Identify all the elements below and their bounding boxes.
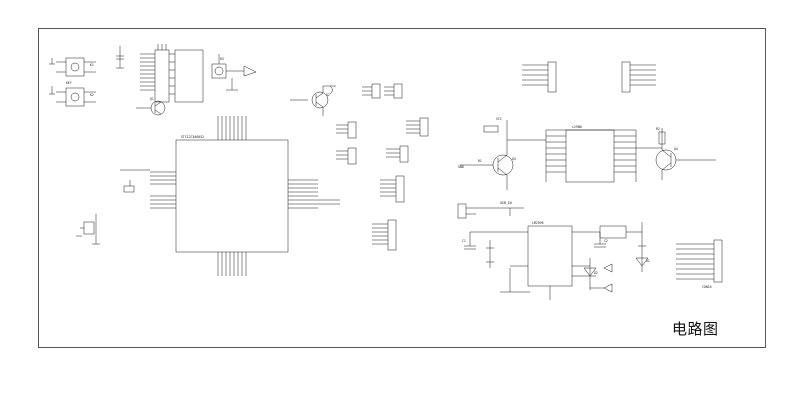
r3-label: R3 bbox=[220, 57, 224, 61]
diagram-frame bbox=[38, 28, 766, 348]
k2-label: K2 bbox=[90, 93, 94, 97]
potentiometer-block bbox=[211, 54, 257, 91]
r2-label: R2 bbox=[656, 127, 660, 131]
header-top-a bbox=[362, 83, 403, 99]
q2-label: Q2 bbox=[326, 93, 330, 97]
usb-label: USB_IN bbox=[500, 201, 512, 205]
key-label: KEY bbox=[66, 81, 72, 85]
pushbutton-block-top bbox=[49, 57, 96, 107]
regulator-chip bbox=[464, 225, 606, 300]
connector-right-bottom bbox=[676, 239, 723, 283]
c1-label: C1 bbox=[462, 239, 466, 243]
relay-block bbox=[572, 222, 649, 293]
d2-label: D2 bbox=[594, 271, 598, 275]
motor-driver-chip bbox=[545, 129, 637, 183]
left-small-parts bbox=[76, 169, 150, 245]
q1-label: Q1 bbox=[150, 97, 154, 101]
mcu-chip bbox=[150, 116, 340, 276]
transistor-q3 bbox=[460, 120, 546, 190]
connector-label: CON16 bbox=[702, 285, 712, 289]
transistor-q4 bbox=[636, 128, 716, 180]
regulator-label: LM2596 bbox=[532, 221, 544, 225]
vcc-label: VCC bbox=[496, 117, 502, 121]
diagram-caption: 电路图 bbox=[672, 320, 719, 338]
crystal-block bbox=[116, 46, 124, 69]
k1-label: K1 bbox=[90, 63, 94, 67]
dip-ic-top bbox=[140, 44, 204, 103]
q3-label: Q3 bbox=[512, 157, 516, 161]
header-column-mid bbox=[336, 117, 429, 251]
q4-label: Q4 bbox=[674, 147, 678, 151]
mcu-label: STC12C5A60S2 bbox=[181, 135, 204, 139]
transistor-q2 bbox=[290, 85, 336, 116]
r1-label: R1 bbox=[478, 159, 482, 163]
connector-top-right-a bbox=[522, 61, 557, 93]
driver-label: L298N bbox=[572, 125, 582, 129]
transistor-q1 bbox=[136, 100, 166, 116]
connector-top-right-b bbox=[621, 61, 656, 93]
usb-input bbox=[457, 203, 524, 219]
c2-label: C2 bbox=[604, 239, 608, 243]
d1-label: D1 bbox=[646, 259, 650, 263]
gnd-label: GND bbox=[458, 165, 464, 169]
